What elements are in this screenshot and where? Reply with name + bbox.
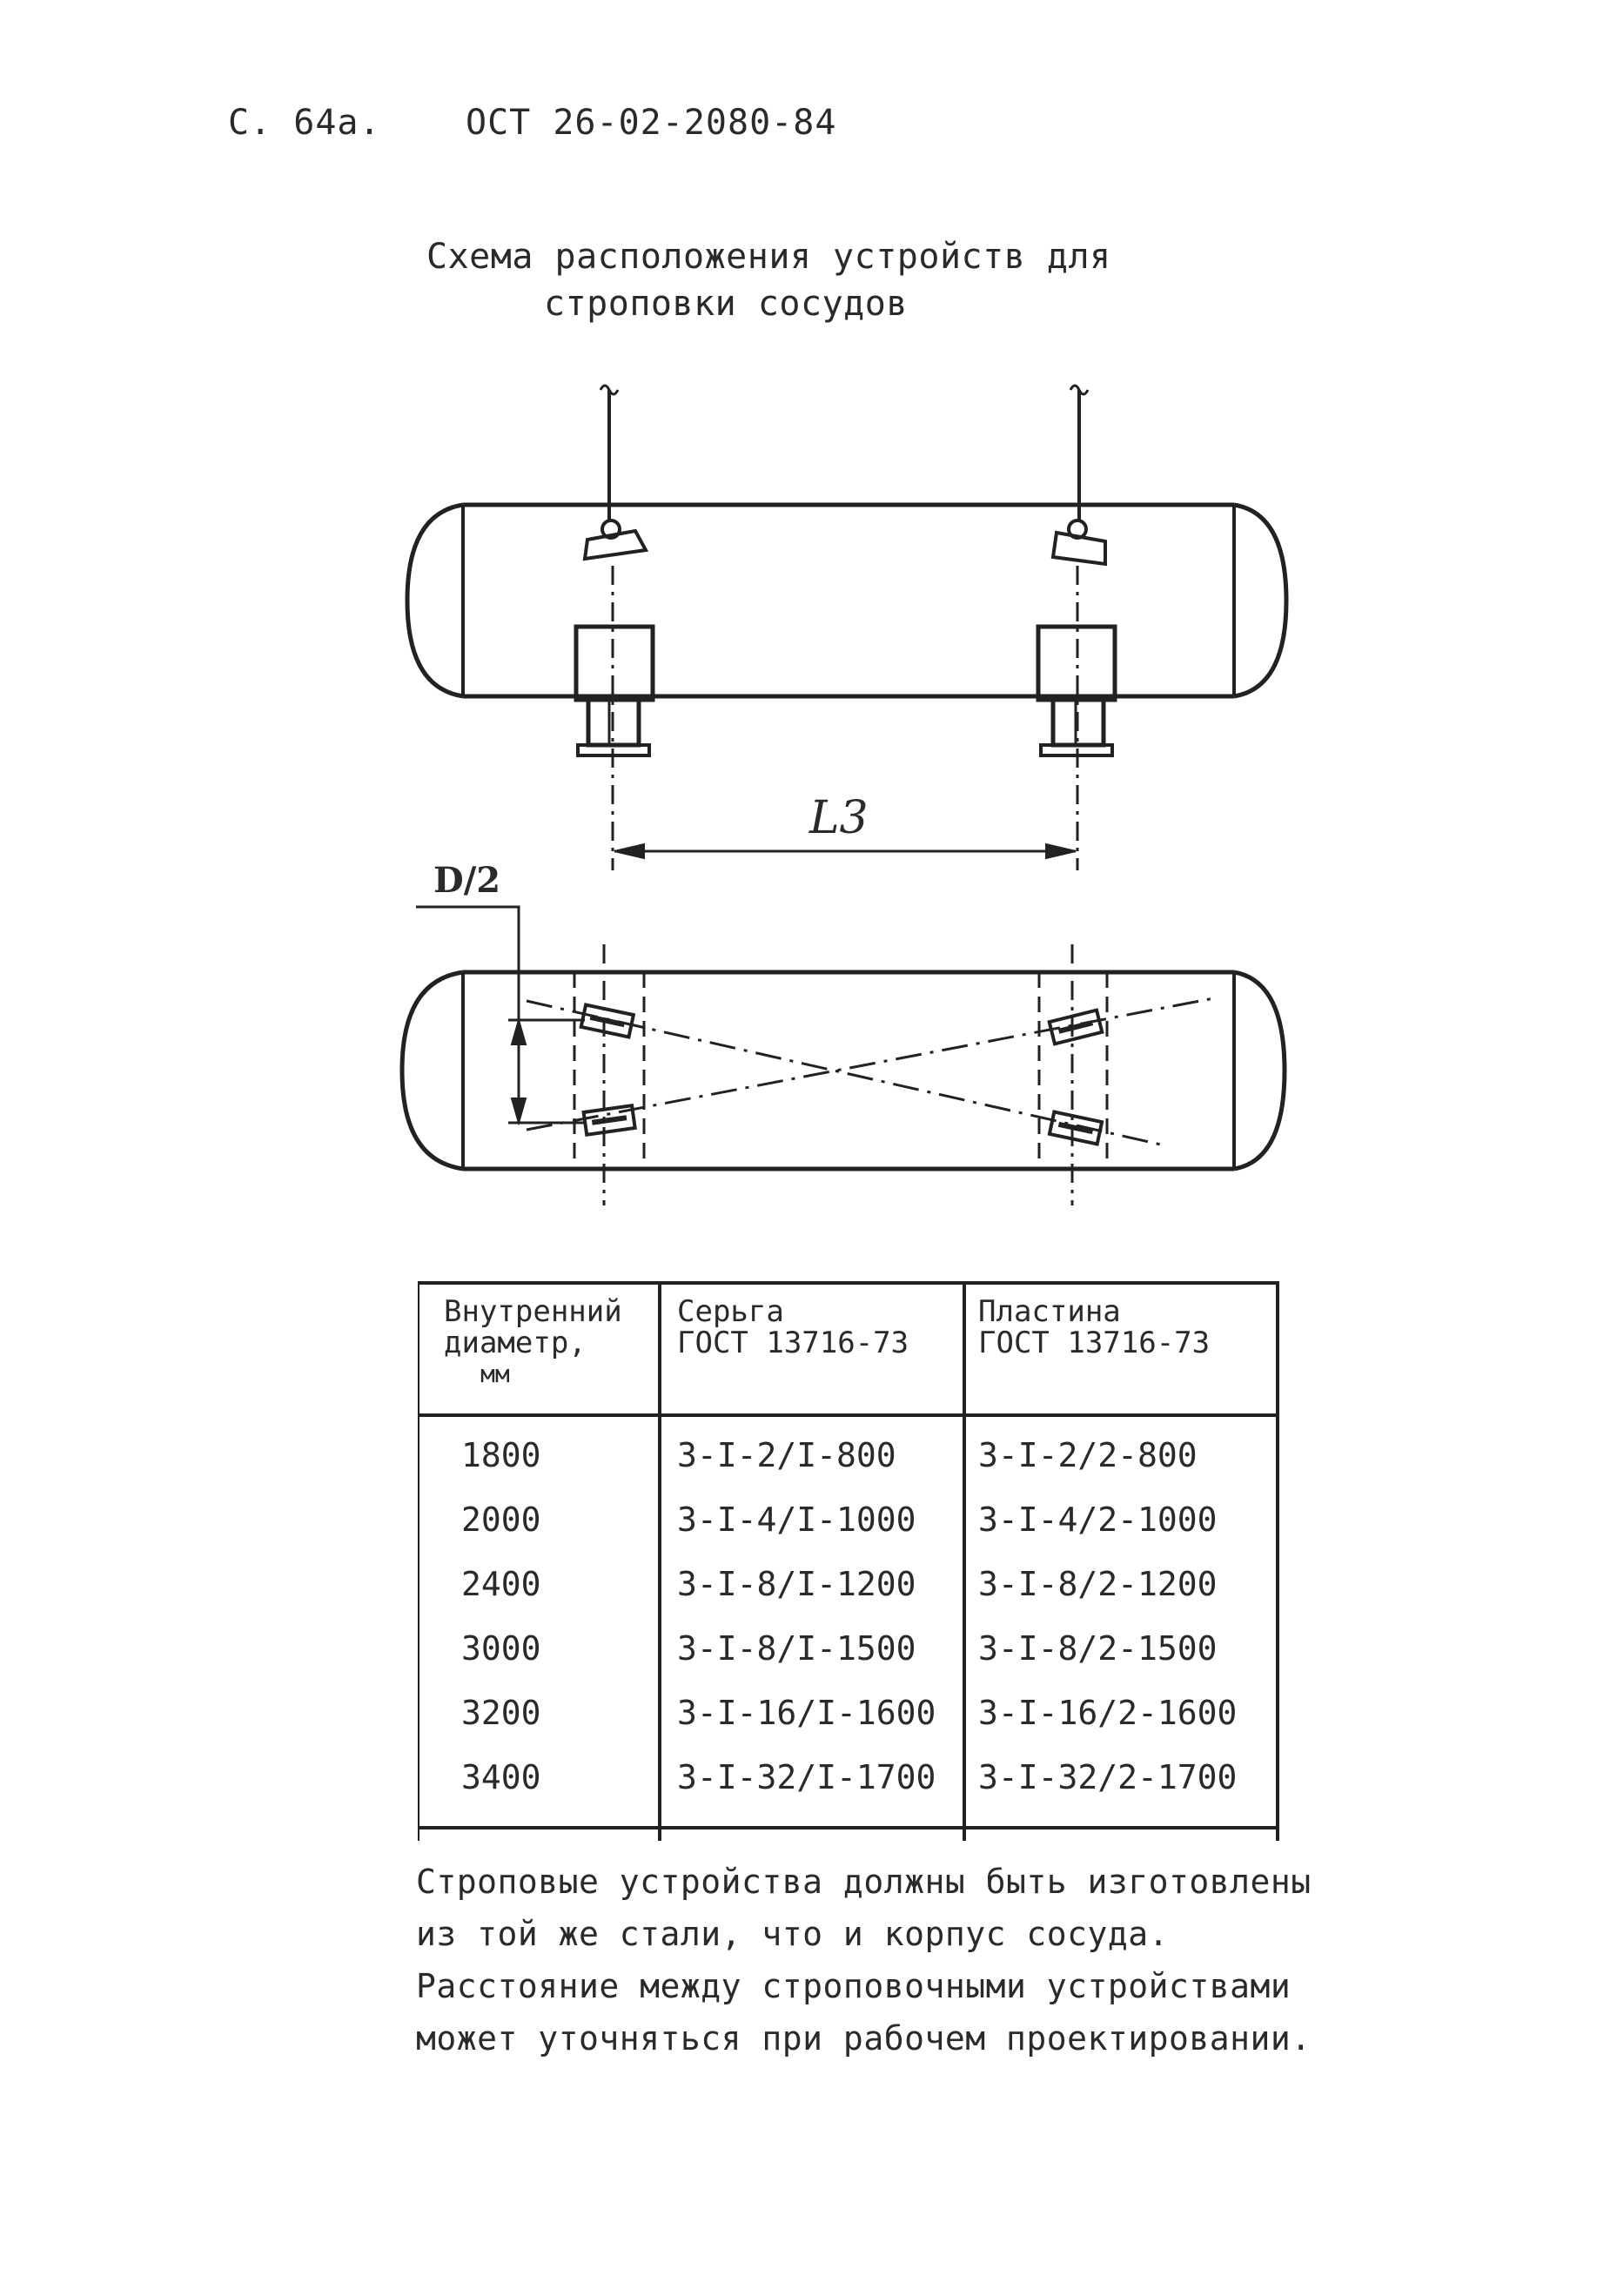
figure-title-line1: Схема расположения устройств для bbox=[426, 237, 1111, 277]
header-diameter-line2: диаметр, bbox=[444, 1326, 587, 1360]
plan-lug-top-right bbox=[1047, 1008, 1104, 1046]
note-line2: из той же стали, что и корпус сосуда. bbox=[416, 1915, 1169, 1953]
vessel-plan-view bbox=[399, 970, 1287, 1171]
cell-lug: 3-I-16/I-1600 bbox=[677, 1694, 936, 1732]
cell-diameter: 3000 bbox=[461, 1629, 541, 1668]
header-plate-line2: ГОСТ 13716-73 bbox=[978, 1326, 1211, 1360]
cell-plate: 3-I-8/2-1200 bbox=[978, 1565, 1218, 1603]
note-line3: Расстояние между строповочными устройств… bbox=[416, 1967, 1292, 2005]
cell-plate: 3-I-8/2-1500 bbox=[978, 1629, 1218, 1668]
figure-title-line2: строповки сосудов bbox=[544, 284, 908, 324]
note-line4: может уточняться при рабочем проектирова… bbox=[416, 2019, 1312, 2058]
plan-lug-top-left bbox=[579, 1003, 636, 1039]
cell-lug: 3-I-2/I-800 bbox=[677, 1436, 896, 1474]
standard-code: ОСТ 26-02-2080-84 bbox=[466, 103, 837, 143]
cell-plate: 3-I-2/2-800 bbox=[978, 1436, 1198, 1474]
cell-lug: 3-I-4/I-1000 bbox=[677, 1500, 916, 1539]
plan-lug-bottom-right bbox=[1047, 1110, 1104, 1146]
header-diameter-unit: мм bbox=[480, 1359, 510, 1388]
slinging-devices-table: Внутренний диаметр, мм Серьга ГОСТ 13716… bbox=[418, 1279, 1281, 1841]
left-support bbox=[574, 624, 655, 757]
cell-diameter: 3200 bbox=[461, 1694, 541, 1732]
cell-lug: 3-I-32/I-1700 bbox=[677, 1758, 936, 1796]
header-diameter-line1: Внутренний bbox=[444, 1294, 622, 1329]
d2-dimension-label: D/2 bbox=[433, 860, 501, 901]
header-lug-line2: ГОСТ 13716-73 bbox=[677, 1326, 909, 1360]
vessel-side-view bbox=[405, 502, 1289, 699]
cell-lug: 3-I-8/I-1500 bbox=[677, 1629, 916, 1668]
cell-diameter: 2000 bbox=[461, 1500, 541, 1539]
note-line1: Строповые устройства должны быть изготов… bbox=[416, 1863, 1312, 1901]
page-number: С. 64а. bbox=[228, 103, 381, 143]
header-lug-line1: Серьга bbox=[677, 1294, 784, 1329]
cell-plate: 3-I-32/2-1700 bbox=[978, 1758, 1238, 1796]
l3-dimension-label: L3 bbox=[809, 792, 869, 844]
right-lifting-lug bbox=[1050, 384, 1107, 567]
cell-diameter: 2400 bbox=[461, 1565, 541, 1603]
d2-dimension bbox=[416, 905, 587, 1126]
left-lifting-lug bbox=[582, 384, 649, 561]
cell-diameter: 3400 bbox=[461, 1758, 541, 1796]
cell-plate: 3-I-4/2-1000 bbox=[978, 1500, 1218, 1539]
cell-lug: 3-I-8/I-1200 bbox=[677, 1565, 916, 1603]
l3-dimension-line bbox=[614, 843, 1077, 860]
header-plate-line1: Пластина bbox=[978, 1294, 1121, 1329]
cell-plate: 3-I-16/2-1600 bbox=[978, 1694, 1238, 1732]
cell-diameter: 1800 bbox=[461, 1436, 541, 1474]
